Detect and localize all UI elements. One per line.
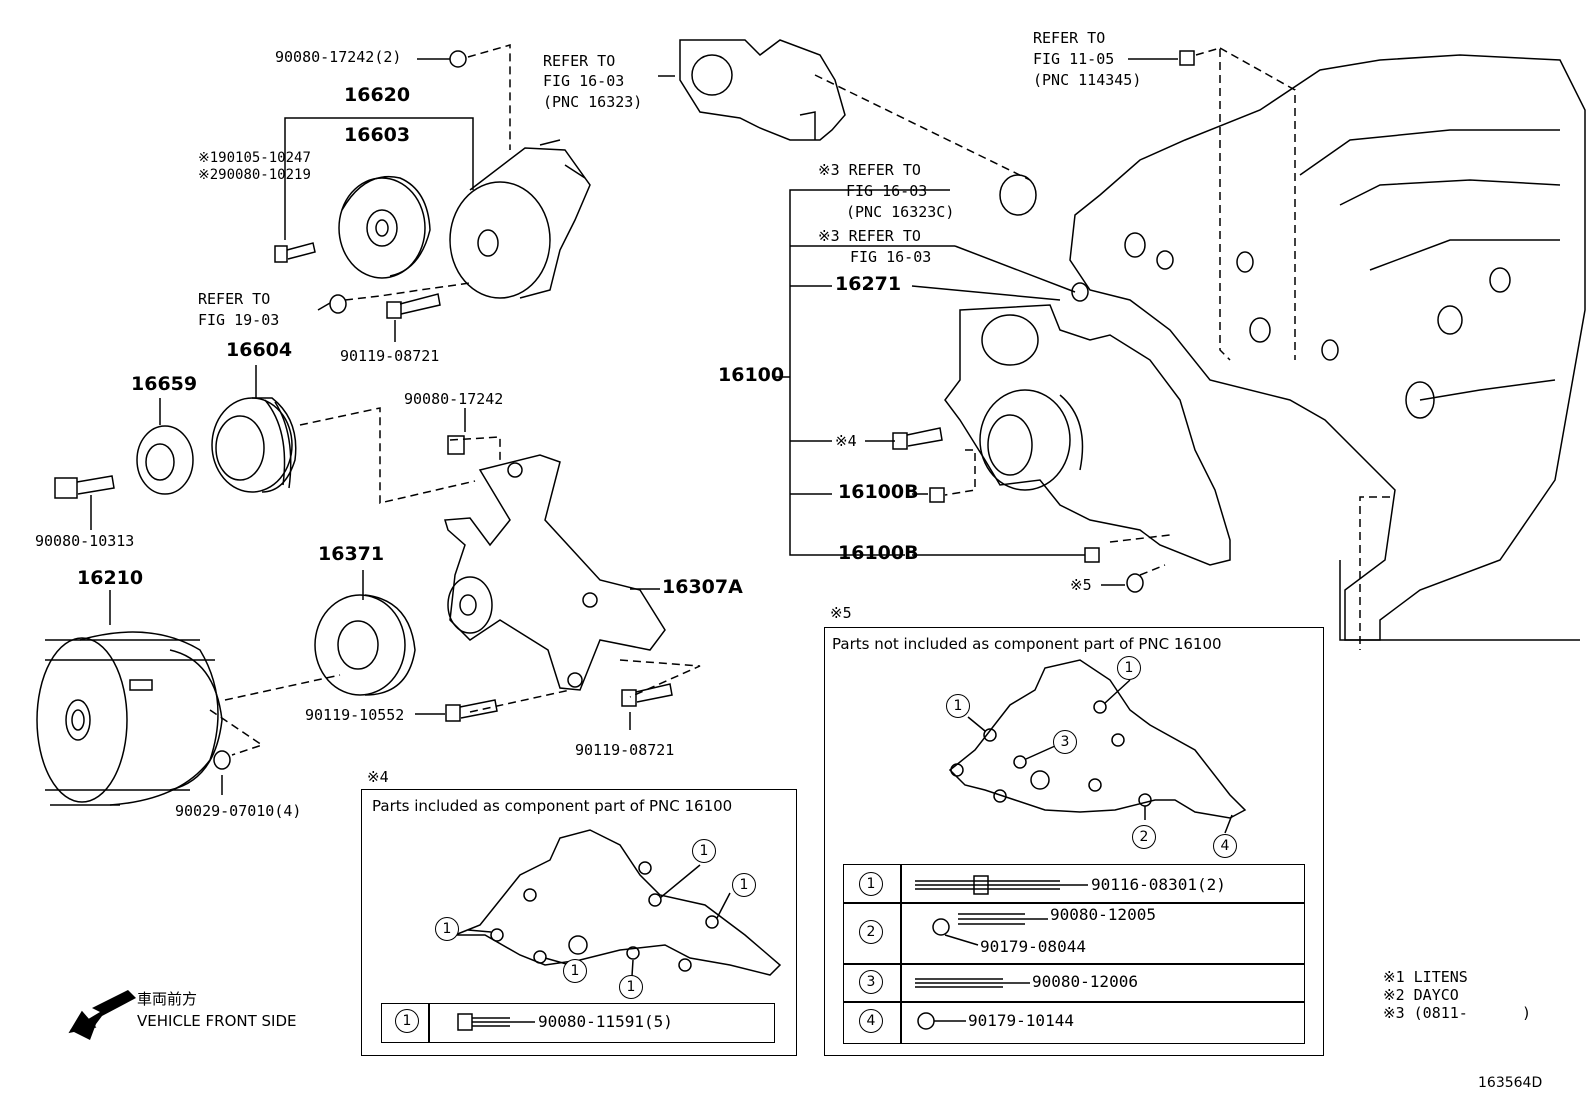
label-refer-16-03-a3: (PNC 16323): [543, 93, 643, 111]
box5-title: Parts not included as component part of …: [832, 635, 1222, 653]
label-refer-19-03-b: FIG 19-03: [198, 311, 280, 329]
label-refer-16-03-c2: FIG 16-03: [850, 248, 932, 266]
label-16620: 16620: [344, 84, 411, 106]
label-refer-16-03-a2: FIG 16-03: [543, 72, 625, 90]
box4-callout: 1: [435, 917, 459, 941]
box5-row1-num: 1: [859, 872, 883, 896]
box5-row2-num: 2: [859, 920, 883, 944]
label-note5: ※5: [1070, 576, 1092, 594]
label-90029-07010: 90029-07010(4): [175, 802, 302, 820]
box5-row4-num: 4: [859, 1009, 883, 1033]
label-16659: 16659: [131, 373, 198, 395]
label-16271: 16271: [835, 273, 902, 295]
label-90080-17242: 90080-17242: [404, 390, 504, 408]
box5-callout: 1: [1117, 656, 1141, 680]
label-note1-part: ※190105-10247: [198, 150, 311, 166]
box4-table-divider: [428, 1004, 430, 1042]
box5-callout: 2: [1132, 825, 1156, 849]
box5-row3-part: 90080-12006: [1032, 972, 1138, 991]
box5-row3-num: 3: [859, 970, 883, 994]
box4-callout: 1: [732, 873, 756, 897]
box4-callout: 1: [619, 975, 643, 999]
label-refer-16-03-b2: FIG 16-03: [846, 182, 928, 200]
label-refer-16-03-b3: (PNC 16323C): [846, 203, 955, 221]
label-note4: ※4: [835, 432, 857, 450]
box5-row1-part: 90116-08301(2): [1091, 875, 1226, 894]
box5-frame: [824, 627, 1324, 1056]
direction-jp: 車両前方: [137, 990, 198, 1008]
box5-row-line: [844, 1001, 1304, 1003]
label-16604: 16604: [226, 339, 293, 361]
box5-table: [843, 864, 1305, 1044]
box5-callout: 4: [1213, 834, 1237, 858]
label-note2-part: ※290080-10219: [198, 167, 311, 183]
label-16100b-2: 16100B: [838, 542, 919, 564]
box4-title: Parts included as component part of PNC …: [372, 797, 733, 815]
label-16371: 16371: [318, 543, 385, 565]
label-16100: 16100: [718, 364, 785, 386]
label-16100b-1: 16100B: [838, 481, 919, 503]
label-16307a: 16307A: [662, 576, 743, 598]
box5-row2-part-a: 90080-12005: [1050, 905, 1156, 924]
note-1: ※1 LITENS: [1383, 968, 1468, 986]
figure-id: 163564D: [1478, 1075, 1543, 1091]
note-3: ※3 (0811- ): [1383, 1004, 1532, 1022]
label-refer-19-03-a: REFER TO: [198, 290, 271, 308]
box5-mark: ※5: [830, 604, 852, 622]
box5-callout: 3: [1053, 730, 1077, 754]
label-refer-16-03-a1: REFER TO: [543, 52, 616, 70]
label-90080-17242-2: 90080-17242(2): [275, 48, 402, 66]
box4-callout: 1: [692, 839, 716, 863]
box4-callout: 1: [563, 959, 587, 983]
box5-row4-part: 90179-10144: [968, 1011, 1074, 1030]
box5-callout: 1: [946, 694, 970, 718]
box4-mark: ※4: [367, 768, 389, 786]
label-refer-11-05-2: FIG 11-05: [1033, 50, 1115, 68]
box4-table: [381, 1003, 775, 1043]
note-2: ※2 DAYCO: [1383, 986, 1459, 1004]
box5-row2-part-b: 90179-08044: [980, 937, 1086, 956]
label-16210: 16210: [77, 567, 144, 589]
box4-row1-num: 1: [395, 1009, 419, 1033]
box5-row-line: [844, 902, 1304, 904]
label-16603: 16603: [344, 124, 411, 146]
label-90119-08721-top: 90119-08721: [340, 347, 440, 365]
box5-table-divider: [900, 865, 902, 1043]
box5-row-line: [844, 963, 1304, 965]
label-refer-11-05-3: (PNC 114345): [1033, 71, 1142, 89]
label-refer-16-03-c1: ※3 REFER TO: [818, 227, 921, 245]
direction-en: VEHICLE FRONT SIDE: [137, 1012, 297, 1030]
label-90119-10552: 90119-10552: [305, 706, 405, 724]
label-90119-08721-bottom: 90119-08721: [575, 741, 675, 759]
label-refer-16-03-b1: ※3 REFER TO: [818, 161, 921, 179]
box4-row1-part: 90080-11591(5): [538, 1012, 673, 1031]
box4-frame: [361, 789, 797, 1056]
label-90080-10313: 90080-10313: [35, 532, 135, 550]
label-refer-11-05-1: REFER TO: [1033, 29, 1106, 47]
